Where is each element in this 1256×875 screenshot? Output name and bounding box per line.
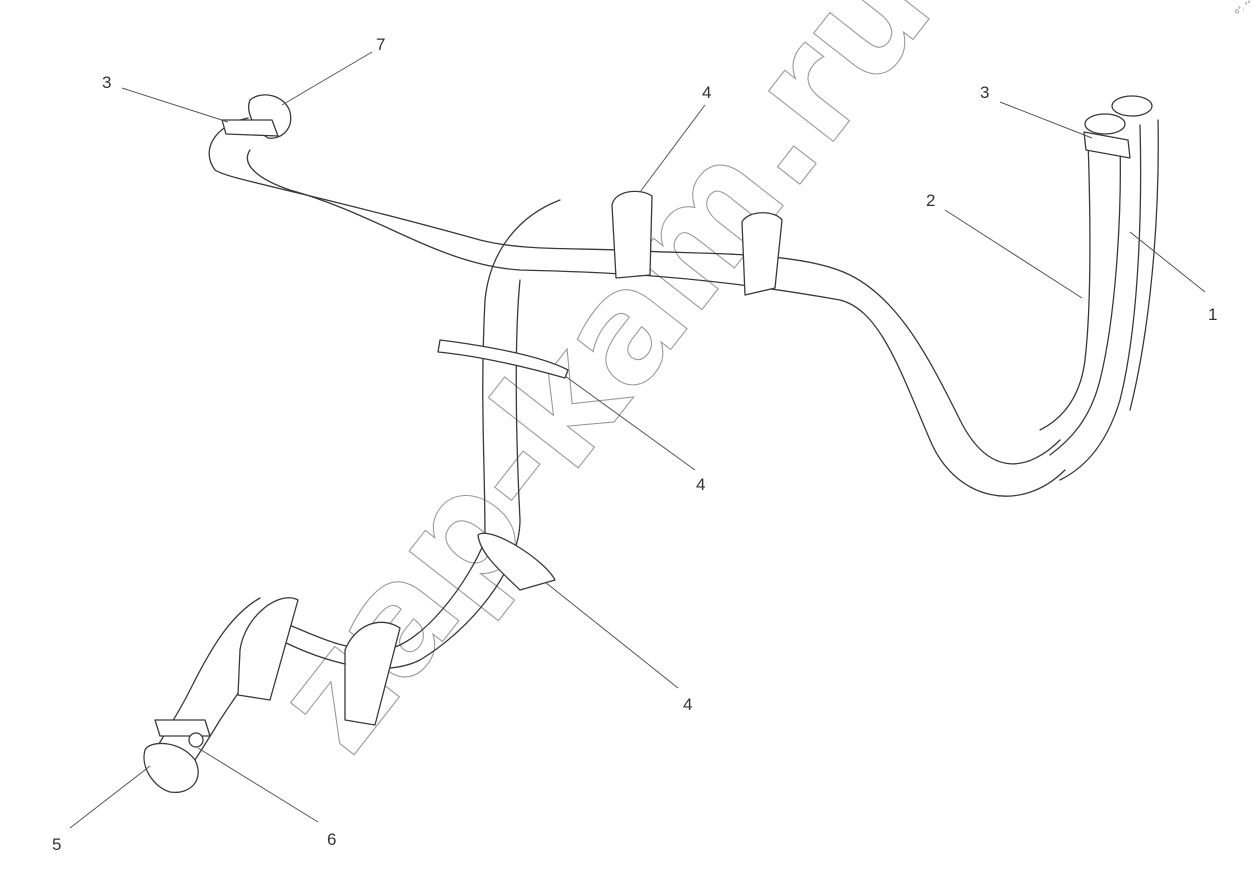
leader-lines xyxy=(69,51,1206,829)
callout-7: 7 xyxy=(376,35,385,54)
callout-4-top: 4 xyxy=(702,83,711,102)
hose-drawing xyxy=(143,94,1159,793)
leader-4-mid xyxy=(564,375,696,471)
leader-4-top xyxy=(639,104,706,193)
corner-mark: o°. °° xyxy=(1233,0,1254,16)
callout-5: 5 xyxy=(52,835,61,854)
strap-lower-left-a xyxy=(237,597,299,701)
leader-6 xyxy=(197,747,319,823)
pipe-2 xyxy=(1039,139,1091,431)
leader-3-left xyxy=(121,87,229,123)
leader-5 xyxy=(69,765,151,829)
strap-4-upper-right xyxy=(741,212,783,296)
clamp-3-right xyxy=(1083,131,1131,159)
callout-2: 2 xyxy=(926,191,935,210)
pipe-1-inner xyxy=(1129,119,1159,411)
callout-6: 6 xyxy=(327,830,336,849)
descending-hose-edge xyxy=(515,279,521,521)
callouts: 1 2 3 3 4 4 4 4 5 6 7 xyxy=(52,35,1217,854)
strap-lower-left-b xyxy=(344,621,401,726)
callout-4-mid: 4 xyxy=(696,475,705,494)
leader-3-right xyxy=(999,101,1093,139)
callout-3-left: 3 xyxy=(102,73,111,92)
pipe-1 xyxy=(1059,124,1142,481)
strap-4-upper-left xyxy=(611,190,653,279)
callout-4-bottom: 4 xyxy=(683,695,692,714)
fitting-5 xyxy=(143,742,199,793)
upper-hose-lower-edge xyxy=(246,149,1066,497)
callout-1: 1 xyxy=(1208,305,1217,324)
pipe-1-end xyxy=(1111,95,1153,117)
clamp-3-left xyxy=(221,119,279,137)
strap-4-mid xyxy=(437,339,569,379)
lower-elbow xyxy=(149,597,261,761)
leader-1 xyxy=(1129,231,1206,293)
leader-7 xyxy=(281,51,373,106)
pipe-2-inner xyxy=(1049,139,1121,456)
descending-hose xyxy=(482,199,561,541)
clamp-6 xyxy=(154,719,211,737)
leader-2 xyxy=(944,209,1083,299)
pipe-2-end xyxy=(1084,113,1126,135)
strap-4-lower xyxy=(477,532,556,591)
callout-3-right: 3 xyxy=(980,83,989,102)
clamp-6-screw xyxy=(188,732,204,748)
leader-4-bottom xyxy=(544,581,679,689)
